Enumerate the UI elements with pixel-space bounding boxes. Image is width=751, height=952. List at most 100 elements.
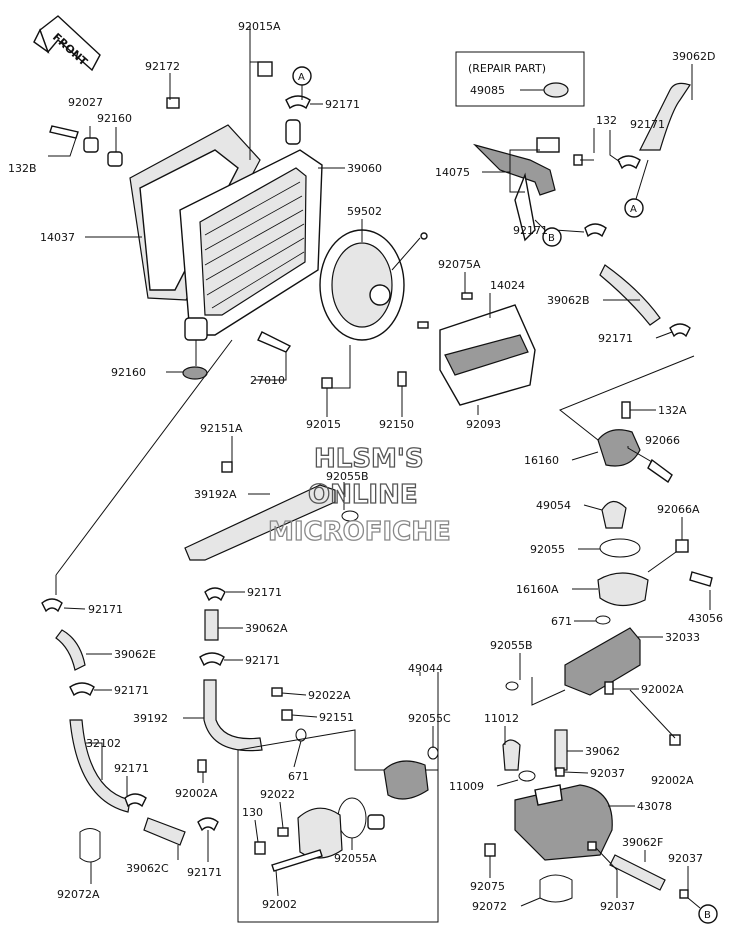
part-labels: 92015A 92172 92171 39060 92027 92160 132… bbox=[8, 20, 723, 913]
thermostat-stack bbox=[505, 401, 713, 746]
label-92022A: 92022A bbox=[308, 689, 351, 702]
repair-part-number: 49085 bbox=[470, 84, 505, 97]
label-39062A: 39062A bbox=[245, 622, 288, 635]
gasket-11009 bbox=[518, 770, 536, 782]
marker-b-top-label: B bbox=[548, 233, 555, 244]
front-arrow: FRONT bbox=[33, 15, 101, 72]
clamp-92072A bbox=[79, 828, 101, 863]
lower-left-hoses bbox=[41, 587, 293, 863]
pipe-39192A bbox=[184, 484, 336, 561]
bolt-92002A-c bbox=[197, 759, 207, 773]
thermostat-49054 bbox=[601, 500, 627, 529]
plug-92066A bbox=[675, 539, 689, 553]
watermark-line-3: MICROFICHE bbox=[268, 517, 451, 547]
sensor-43056 bbox=[689, 571, 713, 587]
label-92171-i: 92171 bbox=[247, 586, 282, 599]
clamp-92171-j bbox=[199, 652, 225, 667]
hose-39062D bbox=[639, 82, 691, 151]
label-49054: 49054 bbox=[536, 499, 571, 512]
watermark: HLSM'S ONLINE MICROFICHE bbox=[267, 443, 451, 547]
radiator-inlet-neck bbox=[285, 119, 301, 145]
clip-92015A bbox=[257, 61, 273, 77]
clamp-92171-g bbox=[124, 793, 147, 808]
switch-92066 bbox=[647, 458, 673, 484]
label-92066A: 92066A bbox=[657, 503, 700, 516]
repair-part-frame bbox=[455, 51, 585, 107]
label-92037-a: 92037 bbox=[590, 767, 625, 780]
bolt-132B bbox=[49, 125, 79, 139]
fan-bolt-92150 bbox=[397, 371, 407, 387]
bolt-92151A bbox=[221, 461, 233, 473]
grommet-92160-top bbox=[107, 151, 123, 167]
label-92171-f: 92171 bbox=[114, 684, 149, 697]
label-32102: 32102 bbox=[86, 737, 121, 750]
label-39062B: 39062B bbox=[547, 294, 590, 307]
housing-16160A bbox=[597, 572, 649, 607]
pipe-39192 bbox=[203, 679, 263, 752]
label-92055B: 92055B bbox=[326, 470, 369, 483]
fan-switch-27010 bbox=[257, 331, 292, 353]
label-92171-g: 92171 bbox=[114, 762, 149, 775]
label-39062E: 39062E bbox=[114, 648, 156, 661]
label-39062C: 39062C bbox=[126, 862, 169, 875]
clamp-92171-h bbox=[197, 817, 219, 832]
radiator-cap bbox=[543, 82, 569, 98]
label-11012: 11012 bbox=[484, 712, 519, 725]
label-92151: 92151 bbox=[319, 711, 354, 724]
radiator-cover bbox=[417, 292, 536, 406]
clip-92037-b bbox=[587, 841, 597, 851]
label-92002A-b: 92002A bbox=[651, 774, 694, 787]
housing-16160 bbox=[597, 429, 641, 467]
label-671-right: 671 bbox=[551, 615, 572, 628]
label-92075A: 92075A bbox=[438, 258, 481, 271]
label-92055A: 92055A bbox=[334, 852, 377, 865]
collar-92027 bbox=[83, 137, 99, 153]
label-92171-h: 92171 bbox=[187, 866, 222, 879]
bolt-92075 bbox=[484, 843, 496, 857]
marker-b-bottom bbox=[698, 904, 718, 924]
fan-bracket-92015 bbox=[321, 377, 333, 389]
label-92172: 92172 bbox=[145, 60, 180, 73]
label-92055C: 92055C bbox=[408, 712, 451, 725]
left-small-parts bbox=[49, 61, 311, 380]
repair-part-heading: (REPAIR PART) bbox=[468, 62, 546, 75]
hose-39062E bbox=[55, 629, 86, 671]
label-92022: 92022 bbox=[260, 788, 295, 801]
clip-92037-c bbox=[679, 889, 689, 899]
clamp-92171-b bbox=[617, 155, 641, 170]
leader-lines bbox=[48, 25, 711, 907]
marker-a-right bbox=[624, 198, 644, 218]
reservoir-group bbox=[484, 729, 689, 903]
oring-92055C bbox=[427, 746, 439, 760]
label-92072A: 92072A bbox=[57, 888, 100, 901]
clamp-92171-i bbox=[204, 587, 226, 602]
marker-a-right-label: A bbox=[630, 204, 637, 215]
label-49044: 49044 bbox=[408, 662, 443, 675]
label-39192: 39192 bbox=[133, 712, 168, 725]
label-11009: 11009 bbox=[449, 780, 484, 793]
label-92037-b: 92037 bbox=[600, 900, 635, 913]
label-39062F: 39062F bbox=[622, 836, 663, 849]
label-92093: 92093 bbox=[466, 418, 501, 431]
clamp-92171-c bbox=[584, 223, 607, 238]
label-39192A: 39192A bbox=[194, 488, 237, 501]
label-92150: 92150 bbox=[379, 418, 414, 431]
label-92055: 92055 bbox=[530, 543, 565, 556]
label-39062D: 39062D bbox=[672, 50, 715, 63]
label-43078: 43078 bbox=[637, 800, 672, 813]
label-132A: 132A bbox=[658, 404, 687, 417]
label-92002A-a: 92002A bbox=[641, 683, 684, 696]
label-130: 130 bbox=[242, 806, 263, 819]
label-132: 132 bbox=[596, 114, 617, 127]
label-27010: 27010 bbox=[250, 374, 285, 387]
label-92171-c: 92171 bbox=[513, 224, 548, 237]
label-92160-bottom: 92160 bbox=[111, 366, 146, 379]
label-92160-top: 92160 bbox=[97, 112, 132, 125]
oring-671-right bbox=[595, 615, 611, 625]
label-32033: 32033 bbox=[665, 631, 700, 644]
oring-92055A bbox=[337, 797, 367, 839]
oring-92055 bbox=[599, 538, 641, 558]
fan-motor bbox=[369, 284, 391, 306]
clamp-92171-d bbox=[669, 323, 691, 338]
